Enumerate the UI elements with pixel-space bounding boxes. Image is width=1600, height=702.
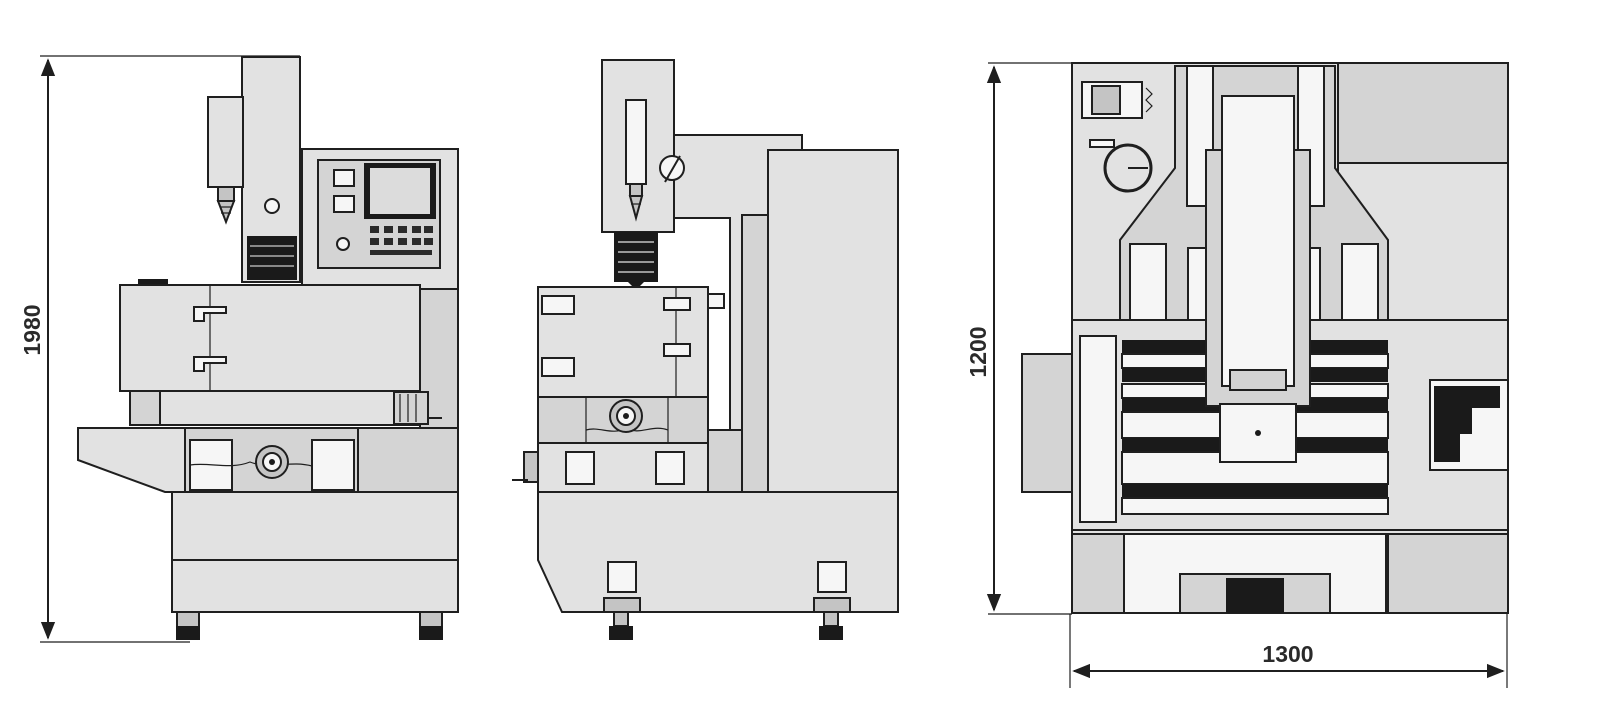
top-width-label: 1300: [1262, 641, 1313, 667]
front-height-label: 1980: [19, 304, 45, 355]
front-view: 1980: [19, 55, 459, 643]
top-depth-dimension: 1200: [965, 62, 1072, 615]
top-width-dimension: 1300: [1069, 614, 1508, 688]
top-view: 1200 1300: [965, 62, 1509, 688]
side-view: [512, 59, 899, 640]
keypad: [370, 226, 433, 255]
top-depth-label: 1200: [965, 326, 991, 377]
front-height-dimension: 1980: [19, 55, 300, 643]
